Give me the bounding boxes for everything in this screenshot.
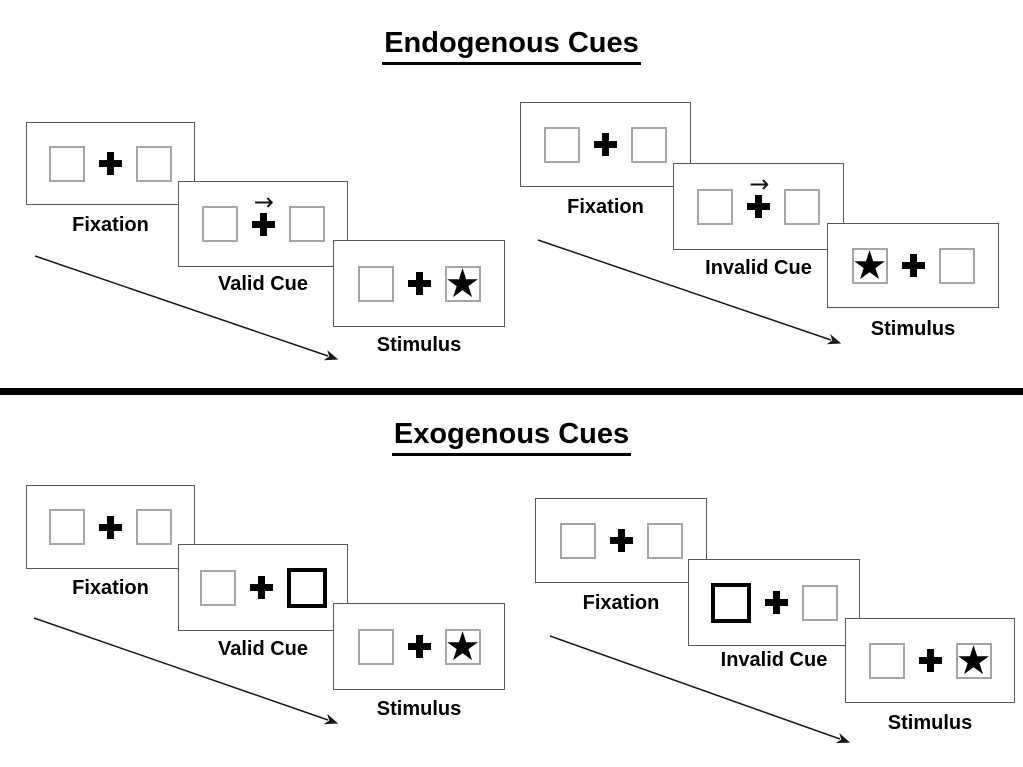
right-cued-box: [286, 567, 327, 608]
left-placeholder-box: [544, 126, 580, 163]
left-placeholder-box: [697, 188, 733, 225]
right-placeholder-box: [288, 206, 325, 242]
fixation-screen: [520, 102, 691, 187]
fixation-cross-area: [918, 649, 942, 672]
fixation-cross-area: [609, 529, 633, 552]
right-target-box: ★: [955, 637, 992, 684]
right-target-box: ★: [444, 260, 481, 307]
left-placeholder-box: [357, 265, 394, 302]
right-placeholder-box: [938, 247, 975, 284]
star-icon: ★: [444, 623, 481, 670]
panel-label: Valid Cue: [217, 273, 309, 295]
panel-label: Stimulus: [376, 334, 462, 356]
fixation-cross-area: →: [251, 190, 275, 236]
fixation-cross-icon: [594, 133, 617, 156]
fixation-cross-area: [249, 576, 273, 599]
timeline-arrow-exogenous-valid: [33, 617, 339, 725]
fixation-cross-area: [764, 591, 788, 614]
invalid-cue-screen: [688, 559, 860, 646]
stimulus-screen: ★: [333, 603, 505, 690]
left-placeholder-box: [868, 642, 905, 679]
panel-label: Fixation: [567, 196, 644, 218]
section-divider: [0, 388, 1023, 395]
section-title-endogenous: Endogenous Cues: [0, 26, 1023, 65]
panel-label: Valid Cue: [217, 638, 309, 660]
right-placeholder-box: [136, 509, 172, 545]
right-placeholder-box: [784, 188, 820, 225]
timeline-arrow-endogenous-invalid: [537, 239, 842, 345]
fixation-cross-icon: [249, 576, 273, 599]
valid-cue-screen: [178, 544, 348, 631]
fixation-screen: [26, 122, 195, 205]
fixation-cross-icon: [407, 272, 431, 295]
left-placeholder-box: [49, 145, 85, 182]
fixation-cross-icon: [407, 635, 431, 658]
left-placeholder-box: [357, 628, 394, 665]
left-target-box: ★: [851, 242, 888, 289]
section-title-exogenous: Exogenous Cues: [0, 417, 1023, 456]
panel-label: Fixation: [582, 592, 660, 614]
fixation-cross-icon: [747, 195, 770, 218]
right-placeholder-box: [646, 522, 683, 559]
fixation-cross-area: [99, 152, 122, 175]
right-placeholder-box: [631, 126, 667, 163]
fixation-cross-icon: [764, 591, 788, 614]
panel-label: Invalid Cue: [720, 649, 828, 671]
cue-arrow-icon: →: [749, 170, 770, 198]
stimulus-screen: ★: [827, 223, 999, 308]
fixation-cross-area: →: [747, 172, 770, 218]
fixation-cross-area: [407, 635, 431, 658]
star-icon: ★: [955, 637, 992, 684]
fixation-screen: [535, 498, 707, 583]
fixation-screen: [26, 485, 195, 569]
right-target-box: ★: [444, 623, 481, 670]
stimulus-screen: ★: [845, 618, 1015, 703]
fixation-cross-icon: [99, 515, 122, 539]
section-title-text: Endogenous Cues: [382, 26, 641, 65]
fixation-cross-area: [99, 515, 122, 539]
cue-arrow-icon: →: [253, 187, 274, 216]
fixation-cross-icon: [251, 212, 275, 236]
fixation-cross-area: [901, 254, 925, 277]
left-cued-box: [710, 582, 751, 623]
stimulus-screen: ★: [333, 240, 505, 327]
panel-label: Stimulus: [870, 318, 956, 340]
panel-label: Stimulus: [376, 698, 462, 720]
fixation-cross-icon: [609, 529, 633, 552]
left-placeholder-box: [49, 509, 85, 545]
invalid-cue-screen: →: [673, 163, 844, 250]
valid-cue-screen: →: [178, 181, 348, 267]
panel-label: Stimulus: [887, 712, 973, 734]
timeline-arrow-endogenous-valid: [34, 255, 339, 361]
panel-label: Fixation: [72, 577, 149, 599]
fixation-cross-area: [407, 272, 431, 295]
left-placeholder-box: [201, 206, 238, 242]
star-icon: ★: [444, 260, 481, 307]
section-title-text: Exogenous Cues: [391, 417, 632, 456]
fixation-cross-icon: [918, 649, 942, 672]
fixation-cross-icon: [901, 254, 925, 277]
left-placeholder-box: [559, 522, 596, 559]
right-placeholder-box: [801, 584, 838, 621]
right-placeholder-box: [136, 145, 172, 182]
panel-label: Invalid Cue: [705, 257, 812, 279]
fixation-cross-area: [594, 133, 617, 156]
left-placeholder-box: [199, 569, 236, 606]
fixation-cross-icon: [99, 152, 122, 175]
panel-label: Fixation: [72, 214, 149, 236]
star-icon: ★: [851, 242, 888, 289]
